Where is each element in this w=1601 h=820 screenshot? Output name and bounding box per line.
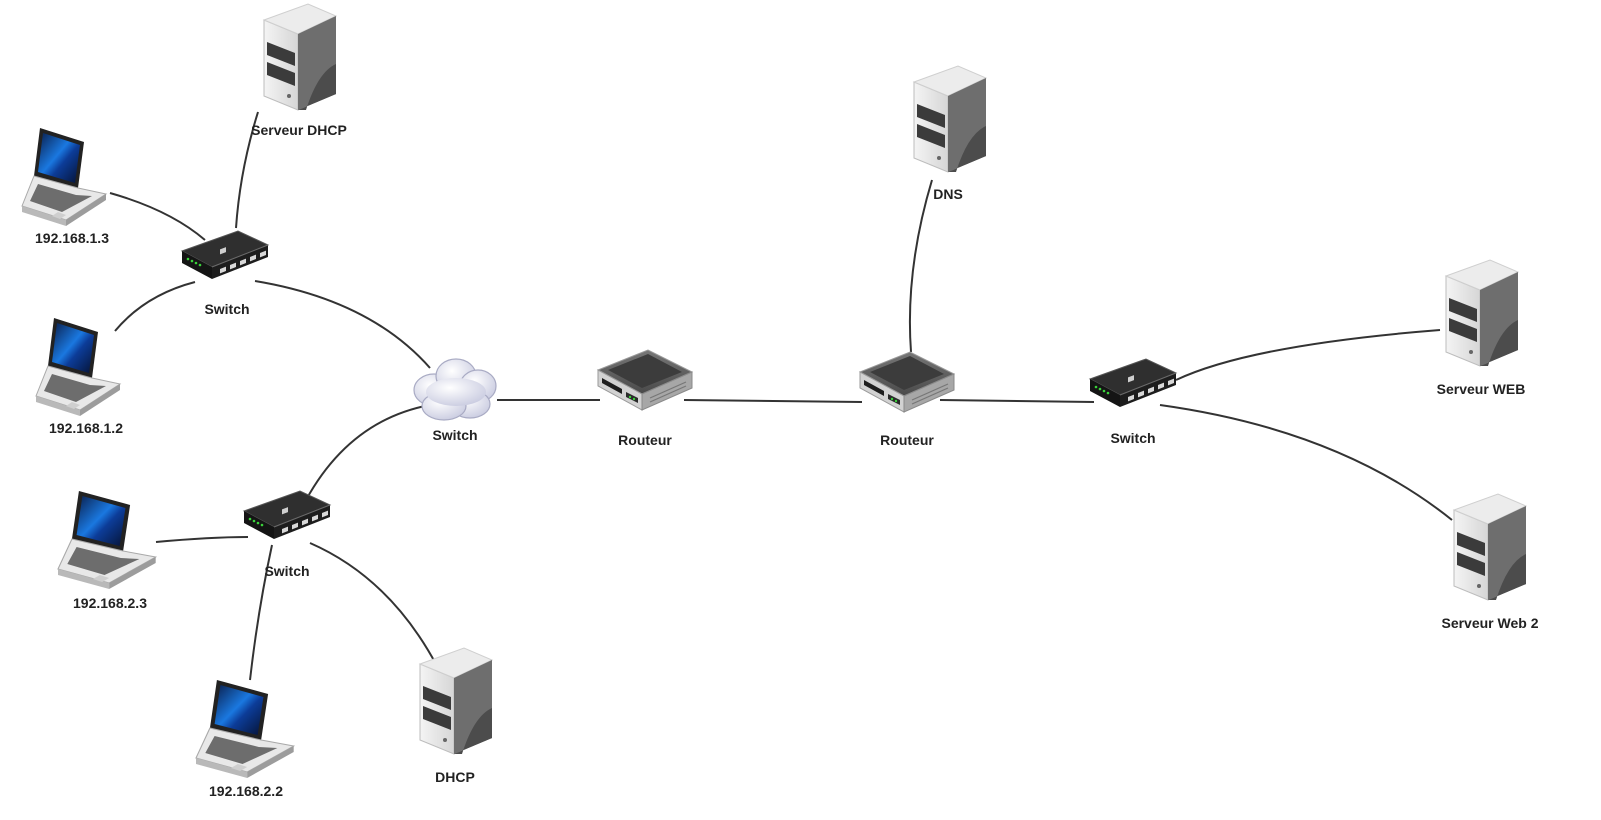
link-laptop-1-3-to-switch-top-left	[109, 192, 206, 241]
node-label: Serveur DHCP	[251, 122, 347, 138]
node-label: Routeur	[880, 432, 934, 448]
node-label: Serveur Web 2	[1441, 615, 1538, 631]
laptop-icon	[195, 679, 295, 779]
node-label: 192.168.1.3	[35, 230, 109, 246]
node-router-right[interactable]: Routeur	[859, 351, 955, 448]
node-label: Switch	[204, 301, 249, 317]
cloud-icon	[413, 358, 497, 421]
switch-icon	[243, 490, 331, 540]
node-dhcp-server-bottom[interactable]: DHCP	[419, 647, 493, 785]
node-router-left[interactable]: Routeur	[597, 349, 693, 448]
link-web-server-2-to-switch-right	[1159, 404, 1453, 521]
laptop-icon	[57, 490, 157, 590]
link-laptop-1-2-to-switch-top-left	[114, 281, 196, 332]
router-icon	[859, 351, 955, 413]
node-label: Switch	[1110, 430, 1155, 446]
node-web-server[interactable]: Serveur WEB	[1437, 259, 1526, 397]
server-icon	[419, 647, 493, 755]
switch-icon	[1089, 358, 1177, 408]
link-web-server-to-switch-right	[1175, 329, 1441, 381]
node-cloud-switch[interactable]: Switch	[413, 358, 497, 443]
node-label: Switch	[264, 563, 309, 579]
node-laptop-1-3[interactable]: 192.168.1.3	[21, 127, 109, 246]
link-dhcp-server-bottom-to-switch-bottom-left	[309, 542, 438, 667]
link-laptop-2-3-to-switch-bottom-left	[155, 536, 249, 543]
server-icon	[1453, 493, 1527, 601]
laptop-icon	[21, 127, 107, 227]
node-web-server-2[interactable]: Serveur Web 2	[1441, 493, 1539, 631]
server-icon	[913, 65, 987, 173]
laptop-icon	[35, 317, 121, 417]
nodes-layer: Serveur DHCP192.168.1.3192.168.1.2Switch…	[21, 3, 1539, 799]
node-label: DHCP	[435, 769, 475, 785]
links-layer	[109, 111, 1453, 681]
node-label: Routeur	[618, 432, 672, 448]
node-label: Switch	[432, 427, 477, 443]
node-dns-server[interactable]: DNS	[913, 65, 987, 202]
node-switch-top-left[interactable]: Switch	[181, 230, 269, 317]
node-laptop-1-2[interactable]: 192.168.1.2	[35, 317, 123, 436]
link-dhcp-server-top-to-switch-top-left	[235, 111, 259, 229]
node-laptop-2-2[interactable]: 192.168.2.2	[195, 679, 295, 799]
router-icon	[597, 349, 693, 411]
server-icon	[1445, 259, 1519, 367]
node-label: 192.168.2.2	[209, 783, 283, 799]
node-label: DNS	[933, 186, 963, 202]
link-switch-bottom-left-to-cloud-switch	[305, 404, 431, 501]
node-label: 192.168.1.2	[49, 420, 123, 436]
node-label: 192.168.2.3	[73, 595, 147, 611]
node-dhcp-server-top[interactable]: Serveur DHCP	[251, 3, 347, 138]
link-router-left-to-router-right	[683, 399, 863, 403]
link-laptop-2-2-to-switch-bottom-left	[249, 544, 273, 681]
server-icon	[263, 3, 337, 111]
link-dns-server-to-router-right	[908, 179, 933, 353]
node-laptop-2-3[interactable]: 192.168.2.3	[57, 490, 157, 611]
node-switch-bottom-left[interactable]: Switch	[243, 490, 331, 579]
switch-icon	[181, 230, 269, 280]
node-switch-right[interactable]: Switch	[1089, 358, 1177, 446]
link-switch-top-left-to-cloud-switch	[254, 280, 431, 369]
node-label: Serveur WEB	[1437, 381, 1526, 397]
link-router-right-to-switch-right	[939, 399, 1095, 403]
